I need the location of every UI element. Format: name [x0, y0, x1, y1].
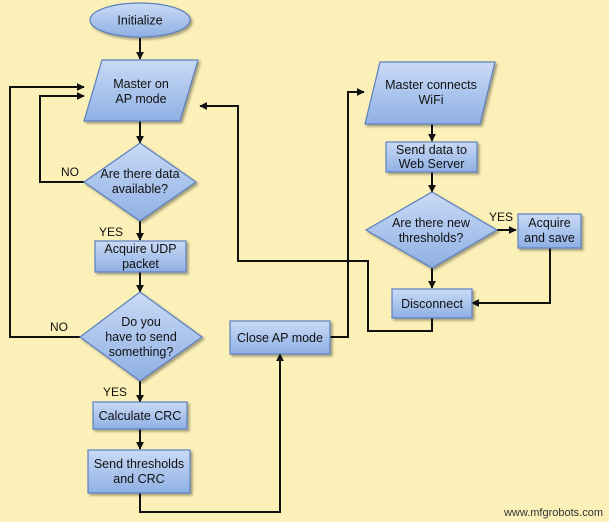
node-master-ap-line2: AP mode — [115, 92, 166, 106]
node-master-wifi: Master connects WiFi — [364, 61, 496, 125]
node-send-something: Do you have to send something? — [78, 291, 204, 382]
node-send-thresholds-line2: and CRC — [113, 472, 164, 486]
node-data-available-line1: Are there data — [100, 167, 179, 181]
edge-disconnect-loop-to-master-ap — [199, 102, 433, 332]
node-acquire-udp: Acquire UDP packet — [94, 240, 187, 273]
node-close-ap-label: Close AP mode — [237, 331, 323, 345]
node-new-thresholds-shape — [364, 191, 499, 269]
node-initialize: Initialize — [89, 2, 191, 38]
node-send-web: Send data to Web Server — [385, 141, 478, 173]
node-send-something-line1: Do you — [121, 315, 161, 329]
node-new-thresholds-line1: Are there new — [392, 216, 471, 230]
node-master-ap-shape — [83, 59, 199, 122]
node-send-web-line1: Send data to — [396, 143, 467, 157]
node-disconnect: Disconnect — [391, 288, 473, 319]
node-new-thresholds: Are there new thresholds? — [364, 191, 499, 269]
node-calc-crc-shape — [92, 401, 188, 430]
node-master-wifi-line1: Master connects — [385, 78, 477, 92]
edge-send-something-no-loop — [9, 83, 85, 338]
edge-label-no-data: NO — [61, 165, 79, 179]
node-send-something-line2: have to send — [105, 330, 177, 344]
node-calc-crc-label: Calculate CRC — [99, 409, 182, 423]
node-master-wifi-shape — [364, 61, 496, 125]
node-close-ap-shape — [229, 320, 331, 355]
node-data-available-line2: available? — [112, 182, 168, 196]
node-new-thresholds-line2: thresholds? — [399, 231, 464, 245]
node-data-available: Are there data available? — [82, 142, 198, 222]
node-data-available-shape — [82, 142, 198, 222]
edge-label-no-send: NO — [50, 320, 68, 334]
node-acquire-save-line2: and save — [524, 231, 575, 245]
edge-close-ap-to-master-wifi — [330, 88, 365, 338]
node-acquire-save-shape — [517, 213, 582, 249]
edge-labels: NO YES NO YES YES — [50, 165, 513, 399]
node-initialize-shape — [89, 2, 191, 38]
nodes: Initialize Master on AP mode Are there d… — [78, 2, 582, 494]
node-initialize-label: Initialize — [117, 14, 162, 28]
edge-acquire-save-to-disconnect — [471, 248, 551, 307]
node-master-ap-line1: Master on — [113, 77, 169, 91]
node-disconnect-label: Disconnect — [401, 297, 463, 311]
edge-send-thresholds-to-close-ap — [139, 353, 284, 513]
node-send-something-line3: something? — [109, 345, 174, 359]
edge-label-yes-data: YES — [99, 225, 123, 239]
node-acquire-udp-line2: packet — [122, 257, 159, 271]
node-acquire-udp-line1: Acquire UDP — [104, 242, 176, 256]
node-close-ap: Close AP mode — [229, 320, 331, 355]
node-send-thresholds: Send thresholds and CRC — [87, 449, 191, 494]
node-send-web-shape — [385, 141, 478, 173]
node-acquire-save-line1: Acquire — [528, 216, 570, 230]
node-send-something-shape — [78, 291, 204, 382]
node-disconnect-shape — [391, 288, 473, 319]
node-acquire-udp-shape — [94, 240, 187, 273]
edges — [9, 38, 551, 513]
edge-data-available-no-loop — [39, 92, 85, 183]
node-calc-crc: Calculate CRC — [92, 401, 188, 430]
node-acquire-save: Acquire and save — [517, 213, 582, 249]
node-send-thresholds-line1: Send thresholds — [94, 457, 184, 471]
node-master-wifi-line2: WiFi — [419, 93, 444, 107]
edge-label-yes-send: YES — [103, 385, 127, 399]
watermark-text: www.mfgrobots.com — [503, 507, 603, 519]
edge-label-yes-thresholds: YES — [489, 210, 513, 224]
node-send-web-line2: Web Server — [399, 157, 465, 171]
node-send-thresholds-shape — [87, 449, 191, 494]
node-master-ap: Master on AP mode — [83, 59, 199, 122]
